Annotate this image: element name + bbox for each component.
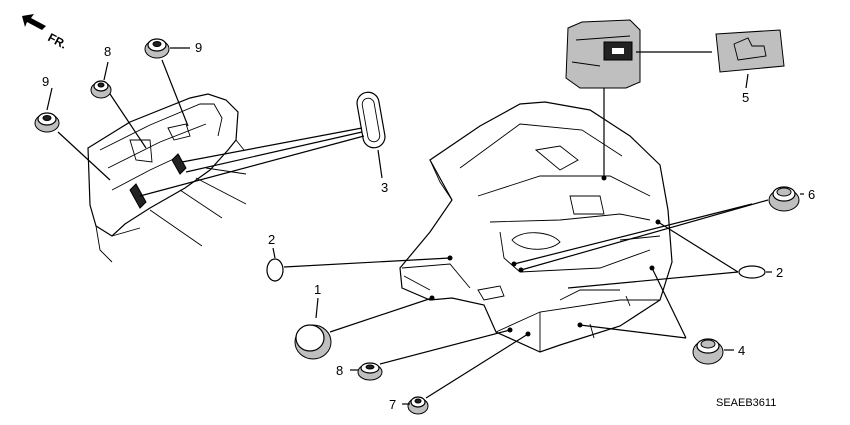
grommet-8-bottom	[357, 362, 383, 381]
grommet-5-pad	[715, 29, 785, 73]
callout-4: 4	[738, 343, 745, 358]
callout-9-left: 9	[42, 74, 49, 89]
callout-2-left: 2	[268, 232, 275, 247]
dashboard-firewall-assembly	[87, 93, 247, 263]
front-label: FR.	[46, 30, 70, 51]
grommet-6	[768, 186, 800, 212]
grommet-3-oval	[356, 91, 386, 149]
callout-7: 7	[389, 397, 396, 412]
callout-3: 3	[381, 180, 388, 195]
callout-1: 1	[314, 282, 321, 297]
grommet-9-left	[34, 112, 60, 133]
grommet-8-left	[90, 80, 112, 99]
callout-6: 6	[808, 187, 815, 202]
callout-2-right: 2	[776, 265, 783, 280]
grommet-7	[407, 396, 429, 415]
callout-8-bottom: 8	[336, 363, 343, 378]
grommet-4	[692, 338, 724, 365]
grommet-2-left	[266, 258, 284, 282]
front-direction-indicator: FR.	[22, 14, 69, 52]
leader-lines	[46, 47, 804, 405]
callout-8-left: 8	[104, 44, 111, 59]
grommet-9-top	[144, 38, 170, 59]
drawing-code: SEAEB3611	[716, 397, 776, 409]
rear-body-assembly	[399, 101, 673, 353]
trunk-panel-inset	[565, 19, 641, 89]
front-arrow-icon	[22, 14, 46, 30]
callout-labels: 9 8 9 3 2 1 8 7 5 6 2 4	[42, 40, 815, 412]
callout-9-top: 9	[195, 40, 202, 55]
grommet-1-cap	[294, 324, 332, 360]
callout-5: 5	[742, 90, 749, 105]
grommet-2-right	[738, 265, 766, 279]
